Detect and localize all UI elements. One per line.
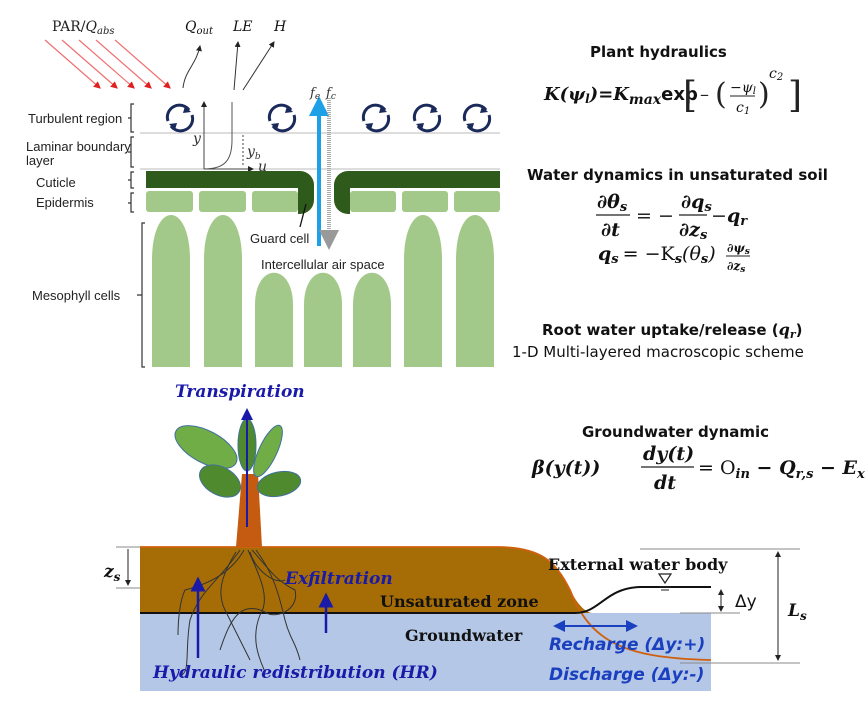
root-water-uptake: Root water uptake/release (qr) 1-D Multi… [512, 320, 804, 361]
cuticle-left [146, 171, 314, 214]
exponent: c2 [769, 66, 783, 83]
exfiltration-label: Exfiltration [284, 569, 393, 589]
q-out-arrow [182, 45, 202, 89]
y-label: y [192, 131, 202, 147]
groundwater-label: Groundwater [405, 626, 523, 645]
ls-label: Ls [787, 601, 807, 623]
bracket-open: [ [683, 75, 697, 116]
yb-label: yb [246, 144, 261, 162]
groundwater-frac-denominator: dt [654, 472, 676, 494]
cuticle-right [334, 171, 500, 214]
fraction-numerator: −ψl [730, 80, 756, 97]
leaf-cross-section: PAR/Qabs Qout LE H y yb u [26, 19, 500, 368]
guard-cell-label: Guard cell [250, 231, 309, 246]
tree-leaf [174, 425, 238, 469]
groundwater-rhs: = Oin − Qr,s − Ex [698, 457, 865, 482]
root-uptake-subtitle: 1-D Multi-layered macroscopic scheme [512, 343, 804, 361]
tree-trunk [236, 474, 262, 547]
u-label: u [258, 159, 267, 175]
eq1-lhs-numerator: ∂θs [597, 191, 628, 215]
eddy-icon [412, 103, 442, 133]
fc-label: fc [325, 86, 336, 102]
eq2-frac-numerator: ∂ψs [727, 241, 750, 257]
tree-leaf [256, 470, 302, 498]
paren-close: ) [758, 77, 770, 112]
transpiration-label: Transpiration [175, 382, 305, 402]
bracket-close: ] [788, 75, 802, 116]
groundwater-equation: Groundwater dynamic β(y(t)) dy(t) dt = O… [531, 423, 865, 494]
roots [177, 549, 301, 676]
tree-leaf [198, 464, 242, 498]
plant-hydraulics-equation: Plant hydraulics K(ψl)=Kmaxexp [ – ( −ψl… [543, 43, 802, 117]
guard-cell-pointer [299, 203, 307, 228]
fe-label: fe [309, 86, 320, 102]
groundwater-frac-numerator: dy(t) [643, 443, 694, 465]
eddy-icon [165, 103, 195, 133]
velocity-profile-curve [203, 102, 233, 170]
zs-label: zs [103, 562, 121, 584]
plant-hydraulics-title: Plant hydraulics [590, 43, 727, 61]
soil-diagram: Δy Ls zs Transpiration Exfiltration Un [103, 382, 807, 691]
q-out-label: Qout [185, 19, 214, 37]
eddy-icon [267, 103, 297, 133]
groundwater-lhs: β(y(t)) [531, 457, 600, 479]
eq1-rhs-denominator: ∂zs [679, 219, 708, 243]
soil-water-title: Water dynamics in unsaturated soil [527, 166, 828, 184]
le-arrow [233, 41, 241, 91]
external-water-body-label: External water body [548, 555, 728, 574]
unsaturated-zone-label: Unsaturated zone [380, 592, 539, 611]
paren-open: ( [715, 77, 727, 112]
hydraulic-conductance-formula: K(ψl)=Kmaxexp [543, 84, 698, 108]
eq1-minus: − [711, 205, 727, 227]
minus-sign: – [700, 84, 709, 105]
delta-y-label: Δy [735, 592, 757, 612]
par-label: PAR/Qabs [52, 19, 115, 37]
eq1-lhs-denominator: ∂t [601, 219, 620, 241]
epidermis-cells [146, 191, 500, 212]
eq1-equals: = − [636, 205, 674, 227]
eq1-rhs-numerator: ∂qs [681, 191, 712, 215]
eq2-frac-denominator: ∂zs [727, 259, 745, 275]
epidermis-label: Epidermis [36, 195, 94, 210]
mesophyll-cells [152, 215, 494, 367]
hydraulic-redistribution-label: Hydraulic redistribution (HR) [152, 663, 438, 683]
cuticle-label: Cuticle [36, 175, 76, 190]
water-table-line [140, 586, 711, 614]
eddy-icon [361, 103, 391, 133]
fraction-denominator: c1 [736, 100, 750, 117]
laminar-layer-label-2: layer [26, 153, 55, 168]
intercellular-air-space-label: Intercellular air space [261, 257, 385, 272]
radiation-arrows [44, 39, 171, 89]
water-level-icon [657, 573, 673, 585]
turbulent-region-label: Turbulent region [28, 111, 122, 126]
h-arrow [242, 41, 275, 91]
eq2-formula: qs= −Ks(θs) [598, 243, 716, 267]
laminar-layer-label-1: Laminar boundary [26, 139, 131, 154]
le-label: LE [232, 19, 253, 35]
soil-surface-line [140, 546, 712, 661]
h-label: H [273, 19, 287, 35]
tree-leaf [253, 424, 283, 478]
mesophyll-cells-label: Mesophyll cells [32, 288, 121, 303]
root-uptake-title: Root water uptake/release (qr) [542, 320, 802, 341]
groundwater-title: Groundwater dynamic [582, 423, 769, 441]
unsaturated-soil-layer [140, 547, 592, 613]
layer-brackets [128, 103, 145, 368]
discharge-label: Discharge (Δy:-) [549, 665, 704, 685]
recharge-label: Recharge (Δy:+) [549, 635, 705, 655]
eq1-tail: qr [727, 205, 748, 229]
eddy-icon [462, 103, 492, 133]
soil-water-equations: Water dynamics in unsaturated soil ∂θs ∂… [527, 166, 828, 275]
